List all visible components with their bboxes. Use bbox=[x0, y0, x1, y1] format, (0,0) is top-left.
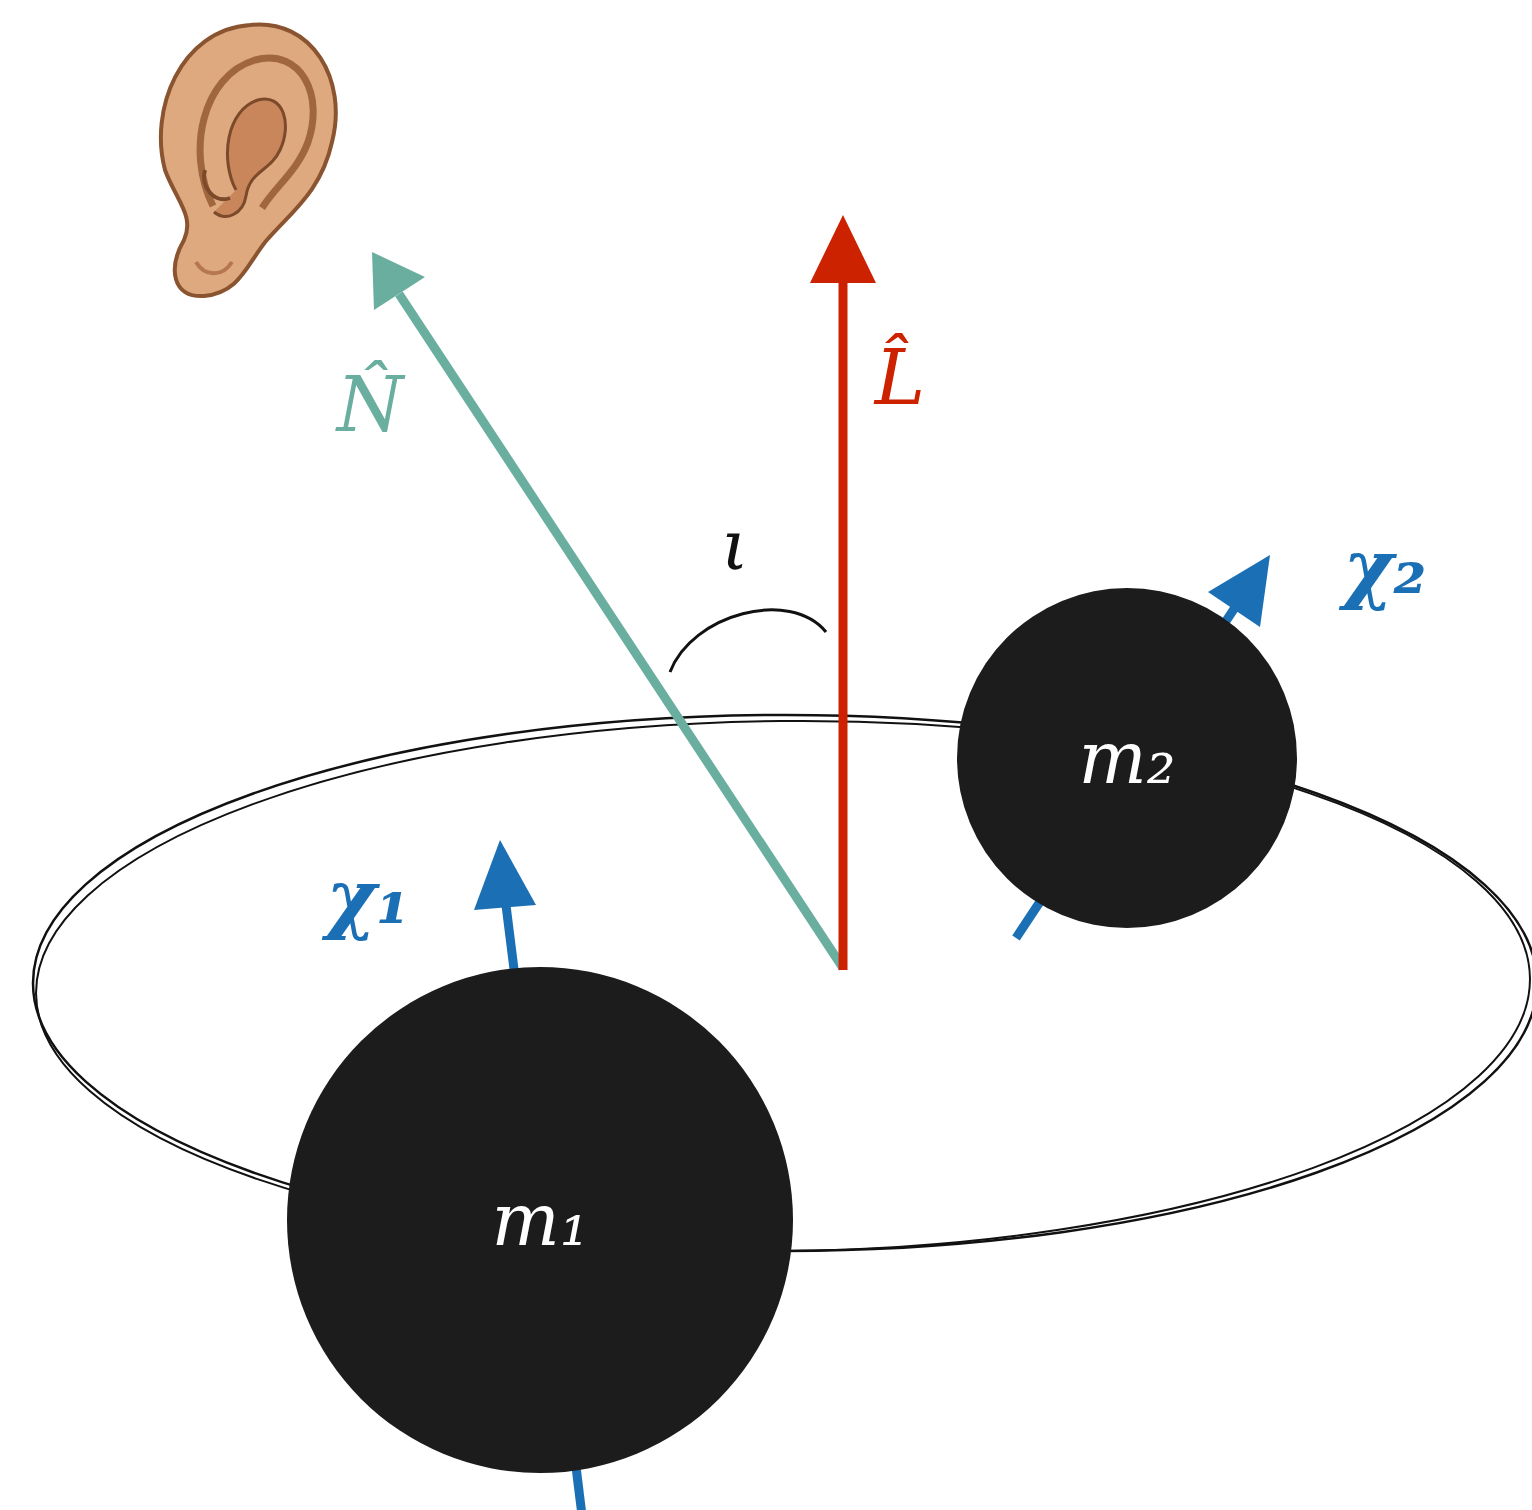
ear-lobe bbox=[196, 262, 232, 273]
ear-tragus bbox=[204, 170, 230, 199]
arrowhead bbox=[372, 252, 425, 310]
angle-arc bbox=[670, 610, 826, 672]
vector-label: N̂ bbox=[337, 367, 404, 443]
ear-outline bbox=[161, 24, 336, 296]
arrowhead bbox=[810, 215, 876, 283]
black-hole-circle: m₂ bbox=[957, 588, 1297, 928]
black-hole-circle: m₁ bbox=[287, 967, 793, 1473]
angular-momentum-arrow bbox=[839, 278, 848, 970]
vector-label: L̂ bbox=[875, 340, 925, 416]
angle-label: ι bbox=[721, 510, 748, 580]
mass-label: m₂ bbox=[1078, 722, 1175, 794]
vector-label: χ₂ bbox=[1343, 530, 1426, 606]
ear-icon bbox=[161, 24, 336, 296]
arrowhead bbox=[474, 840, 536, 910]
line-of-sight-arrow bbox=[399, 294, 843, 968]
mass-label: m₁ bbox=[491, 1184, 588, 1256]
vector-label: χ₁ bbox=[326, 860, 409, 936]
